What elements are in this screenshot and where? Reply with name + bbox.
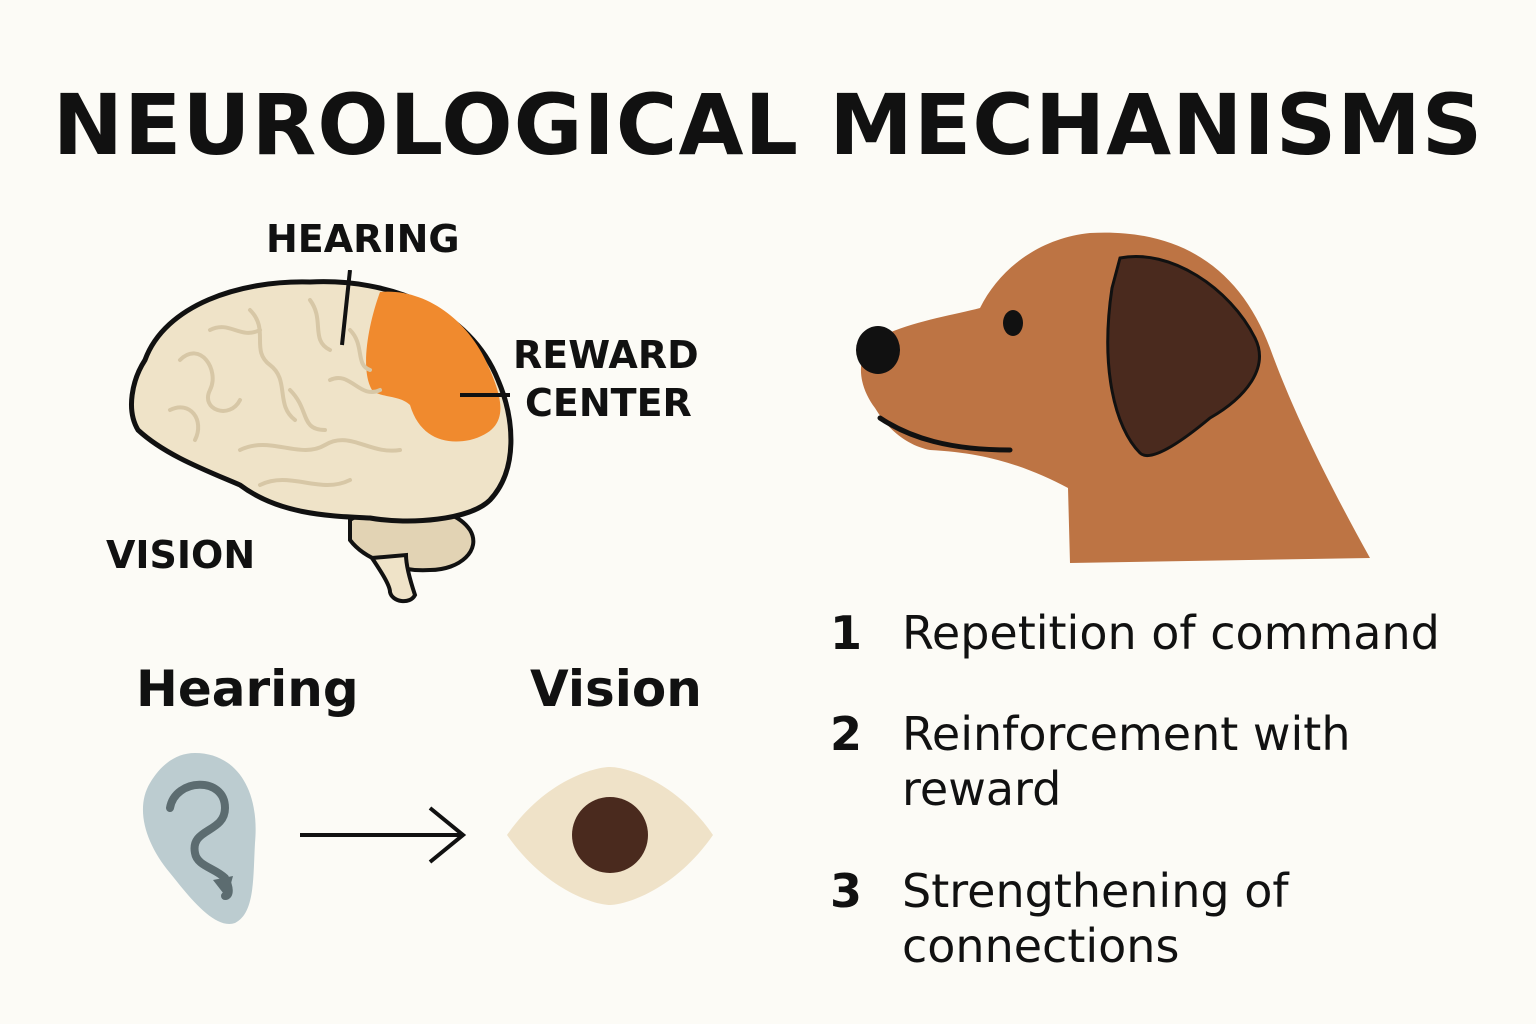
steps-list: 1 Repetition of command 2 Reinforcement …: [830, 606, 1510, 1020]
eye-icon: [507, 767, 713, 905]
sense-label-hearing: Hearing: [136, 660, 359, 718]
dog-illustration: [856, 232, 1370, 564]
step-number: 3: [830, 863, 863, 918]
list-item: 2 Reinforcement with reward: [830, 707, 1510, 817]
step-text: Repetition of command: [902, 606, 1440, 660]
hearing-leader-line: [340, 270, 352, 346]
brain-illustration: [129, 270, 514, 604]
step-text: Strengthening of connections: [902, 863, 1289, 973]
dog-eye: [1003, 310, 1023, 336]
reward-center-area: [366, 291, 501, 442]
dog-ear: [1106, 255, 1261, 458]
eye-pupil: [572, 797, 648, 873]
ear-icon: [142, 753, 256, 924]
step-number: 2: [830, 707, 863, 762]
list-item: 1 Repetition of command: [830, 606, 1510, 661]
brain-label-vision: VISION: [106, 533, 256, 577]
list-item: 3 Strengthening of connections: [830, 864, 1510, 974]
sense-label-vision: Vision: [530, 660, 702, 718]
brain-folds: [168, 298, 402, 487]
brain-stem: [368, 552, 418, 604]
dog-nose: [856, 326, 900, 374]
brain-label-hearing: HEARING: [266, 217, 460, 261]
step-text: Reinforcement with reward: [902, 707, 1351, 817]
brain-label-reward-center: REWARD CENTER: [513, 332, 699, 427]
brain-label-reward-line2: CENTER: [525, 380, 692, 425]
arrow-right-icon: [300, 806, 467, 864]
step-number: 1: [830, 606, 863, 660]
brain-label-reward-line1: REWARD: [513, 333, 699, 377]
page-title: NEUROLOGICAL MECHANISMS: [52, 76, 1484, 174]
dog-jaw-line: [877, 415, 1013, 453]
